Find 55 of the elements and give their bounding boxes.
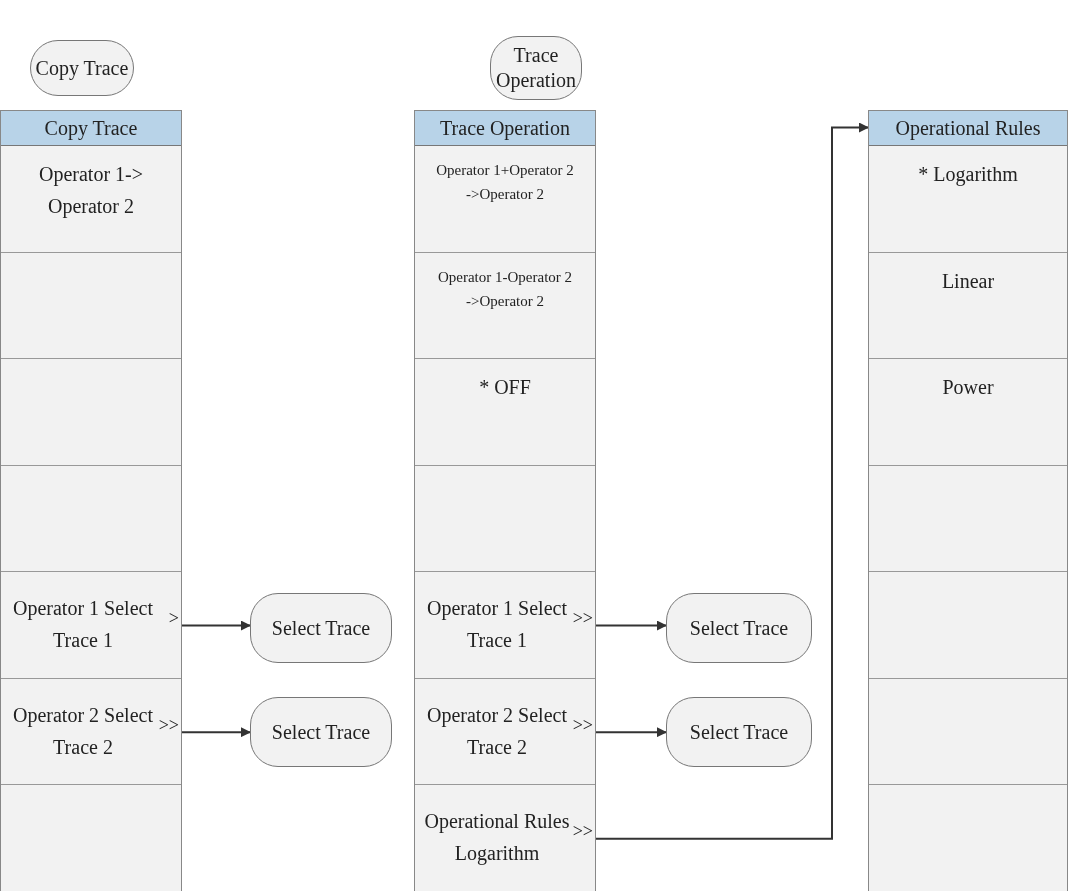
menu-item-label: Operator 1 Select Trace 1 (426, 596, 568, 654)
column-header: Trace Operation (415, 111, 595, 146)
menu-cell (415, 146, 595, 253)
submenu-marker: >> (572, 608, 593, 630)
softkey: Copy Trace (30, 40, 134, 96)
menu-cell (869, 146, 1067, 253)
menu-cell (1, 465, 181, 573)
menu-cell (1, 572, 181, 679)
arrow (180, 727, 251, 738)
menu-cell (869, 359, 1067, 466)
menu-cell (415, 359, 595, 466)
menu-cell (869, 572, 1067, 679)
column-header: Operational Rules (869, 111, 1067, 146)
submenu-marker: >> (572, 821, 593, 843)
menu-cell (1, 785, 181, 891)
menu-item-label: Operational Rules Logarithm (423, 809, 571, 867)
menu-item-label: * OFF (478, 375, 532, 401)
menu-cell (415, 785, 595, 891)
softkey: Select Trace (250, 593, 392, 663)
menu-cell (869, 678, 1067, 786)
menu-cell (1, 359, 181, 466)
menu-item-label: Linear (940, 268, 996, 294)
menu-cell (869, 785, 1067, 891)
arrow (594, 122, 869, 840)
menu-cell (1, 678, 181, 786)
menu-item-label: Operator 2 Select Trace 2 (12, 702, 154, 760)
menu-cell (1, 252, 181, 360)
menu-cell (415, 465, 595, 573)
arrow (594, 620, 667, 631)
menu-item-label: Operator 1 Select Trace 1 (12, 596, 154, 654)
menu-item-label: Operator 1-Operator 2 ->Operator 2 (436, 267, 574, 311)
menu-column (414, 110, 596, 891)
softkey: Select Trace (666, 697, 812, 767)
menu-item-label: Operator 1+Operator 2 ->Operator 2 (435, 161, 575, 204)
submenu-marker: >> (158, 714, 179, 736)
softkey: Select Trace (250, 697, 392, 767)
menu-column (0, 110, 182, 891)
menu-item-label: * Logarithm (917, 162, 1019, 188)
column-header: Copy Trace (1, 111, 181, 146)
arrow (594, 727, 667, 738)
arrow (180, 620, 251, 631)
submenu-marker: >> (572, 714, 593, 736)
menu-item-label: Power (941, 375, 995, 401)
softkey: Trace Operation (490, 36, 582, 100)
menu-cell (415, 252, 595, 360)
menu-cell (415, 572, 595, 679)
submenu-marker: > (168, 608, 179, 630)
menu-cell (869, 252, 1067, 360)
menu-cell (415, 678, 595, 786)
menu-cell (869, 465, 1067, 573)
menu-cell (1, 146, 181, 253)
menu-item-label: Operator 2 Select Trace 2 (426, 702, 568, 760)
menu-column (868, 110, 1068, 891)
menu-item-label: Operator 1-> Operator 2 (38, 162, 144, 220)
softkey: Select Trace (666, 593, 812, 663)
